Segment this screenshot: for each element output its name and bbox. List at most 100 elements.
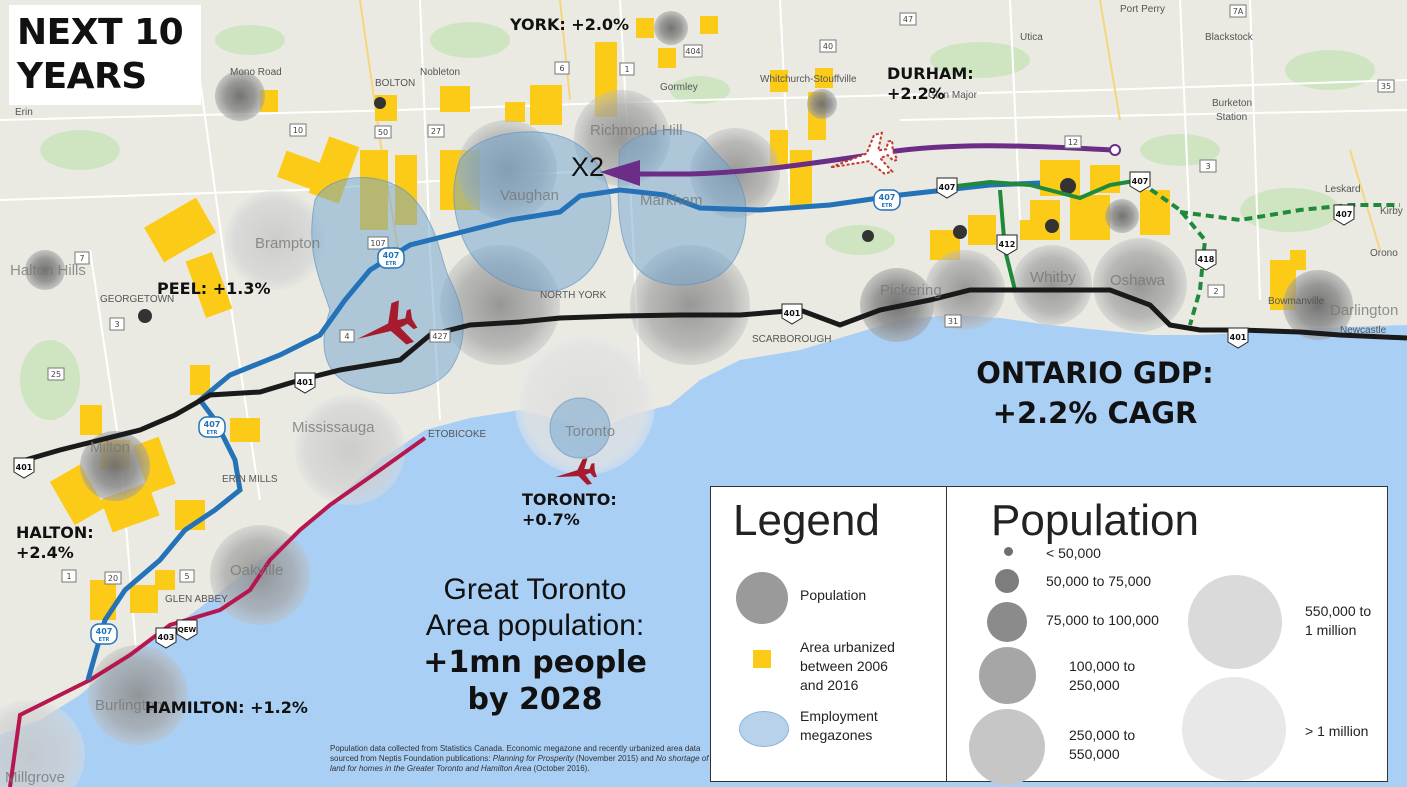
legend-bucket-5-label-2: 550,000 (1069, 746, 1120, 762)
legend-bucket-6-label-1: 550,000 to (1305, 603, 1372, 619)
route-origin-marker (1109, 144, 1121, 156)
route-shield-50: 50 (374, 125, 392, 139)
label-blackstock: Blackstock (1205, 32, 1254, 43)
route-shield-3: 3 (1199, 159, 1217, 173)
legend-bucket-7-swatch (1182, 677, 1286, 781)
label-richmond-hill: Richmond Hill (590, 122, 683, 139)
svg-text:47: 47 (903, 15, 913, 24)
flying-airplane-icon (555, 458, 597, 485)
route-shield-27: 27 (427, 124, 445, 138)
airplane-icon (357, 300, 418, 345)
svg-text:412: 412 (999, 240, 1016, 249)
route-shield-7: 7 (74, 251, 90, 265)
legend-bucket-2-label: 50,000 to 75,000 (1046, 573, 1152, 589)
route-shield-10: 10 (289, 123, 307, 137)
gdp-line-1: ONTARIO GDP: (976, 356, 1214, 390)
legend-bucket-4-label-2: 250,000 (1069, 677, 1120, 693)
gta-line-3: +1mn people (423, 645, 647, 680)
label-port-perry: Port Perry (1120, 4, 1165, 15)
region-halton-line-1: HALTON: (16, 523, 94, 542)
legend-urbanized-swatch (753, 650, 771, 668)
etr-407-line (85, 180, 1041, 681)
label-bolton: BOLTON (375, 78, 415, 89)
proposed-airport-icon (830, 131, 899, 175)
label-oshawa: Oshawa (1110, 272, 1166, 289)
svg-text:401: 401 (1230, 333, 1247, 342)
label-nobleton: Nobleton (420, 67, 460, 78)
svg-text:6: 6 (559, 64, 564, 73)
route-shield-40: 40 (819, 39, 837, 53)
legend-megazone-label-2: megazones (800, 727, 873, 743)
route-shield-7a: 7A (1229, 4, 1247, 18)
label-brampton: Brampton (255, 235, 320, 252)
source-title-2: No shortage of land for homes in the Gre… (330, 754, 709, 773)
highway-shield-qew: QEW (176, 619, 198, 641)
title-box: NEXT 10 YEARS (9, 5, 201, 105)
highway-shield-418: 418 (1195, 249, 1217, 271)
route-shield-2: 2 (1207, 284, 1225, 298)
svg-text:35: 35 (1381, 82, 1391, 91)
highway-shield-407-east: 407 (936, 177, 958, 199)
label-station: Station (1216, 112, 1247, 123)
source-text-2: (November 2015) and (573, 754, 656, 763)
label-glen-major: Glen Major (928, 90, 978, 101)
svg-text:3: 3 (1205, 162, 1210, 171)
source-text-3: (October 2016). (531, 764, 590, 773)
svg-text:407: 407 (1336, 210, 1353, 219)
svg-text:401: 401 (297, 378, 314, 387)
route-shield-427: 427 (429, 329, 451, 343)
region-york: YORK: +2.0% (510, 15, 630, 34)
svg-text:7: 7 (79, 254, 84, 263)
svg-text:31: 31 (948, 317, 958, 326)
svg-text:2: 2 (1213, 287, 1218, 296)
route-shield-3-west: 3 (109, 317, 125, 331)
svg-text:27: 27 (431, 127, 441, 136)
label-millgrove: Millgrove (5, 769, 65, 786)
label-orono: Orono (1370, 248, 1398, 259)
gta-population-callout: Great Toronto Area population: +1mn peop… (385, 572, 685, 718)
legend-bucket-6-swatch (1188, 575, 1282, 669)
svg-text:1: 1 (624, 65, 629, 74)
svg-text:ETR: ETR (386, 261, 397, 267)
label-georgetown: GEORGETOWN (100, 294, 174, 305)
region-halton-line-2: +2.4% (16, 543, 74, 562)
highway-shield-407-courtice: 407 (1129, 171, 1151, 193)
svg-text:404: 404 (685, 47, 700, 56)
route-shield-20: 20 (104, 571, 122, 585)
svg-text:407: 407 (939, 183, 956, 192)
label-gormley: Gormley (660, 82, 698, 93)
svg-text:407: 407 (1132, 177, 1149, 186)
legend-population-swatch (736, 572, 788, 624)
legend-urbanized-label-1: Area urbanized (800, 639, 895, 655)
svg-text:401: 401 (784, 309, 801, 318)
legend-panel: Legend Population Area urbanized between… (710, 486, 1388, 785)
svg-text:7A: 7A (1233, 7, 1244, 16)
route-shield-25: 25 (47, 367, 65, 381)
svg-text:1: 1 (66, 572, 71, 581)
label-pickering: Pickering (880, 282, 942, 299)
gdp-line-2: +2.2% CAGR (992, 396, 1198, 430)
label-mono-road: Mono Road (230, 67, 282, 78)
legend-megazone-swatch (739, 711, 789, 747)
route-shield-107: 107 (367, 236, 389, 250)
label-erin: Erin (15, 107, 33, 118)
label-vaughan: Vaughan (500, 187, 559, 204)
highway-407-extension (1138, 180, 1400, 326)
svg-text:25: 25 (51, 370, 61, 379)
region-durham-line-2: +2.2% (887, 84, 945, 103)
airport-route-arrow-icon (600, 160, 640, 186)
route-shield-1: 1 (619, 62, 635, 76)
legend-title: Legend (733, 496, 880, 545)
legend-bucket-6-label-2: 1 million (1305, 622, 1357, 638)
qew-line (8, 436, 427, 787)
legend-bucket-1-label: < 50,000 (1046, 545, 1101, 561)
label-kirby: Kirby (1380, 206, 1403, 217)
region-peel: PEEL: +1.3% (157, 279, 271, 298)
route-shield-6: 6 (554, 61, 570, 75)
population-legend-title: Population (991, 496, 1199, 545)
highway-shield-icon: 401 (13, 457, 35, 479)
label-toronto: Toronto (565, 423, 615, 440)
gta-line-4: by 2028 (467, 682, 603, 717)
source-text-1: Population data collected from Statistic… (330, 744, 701, 763)
